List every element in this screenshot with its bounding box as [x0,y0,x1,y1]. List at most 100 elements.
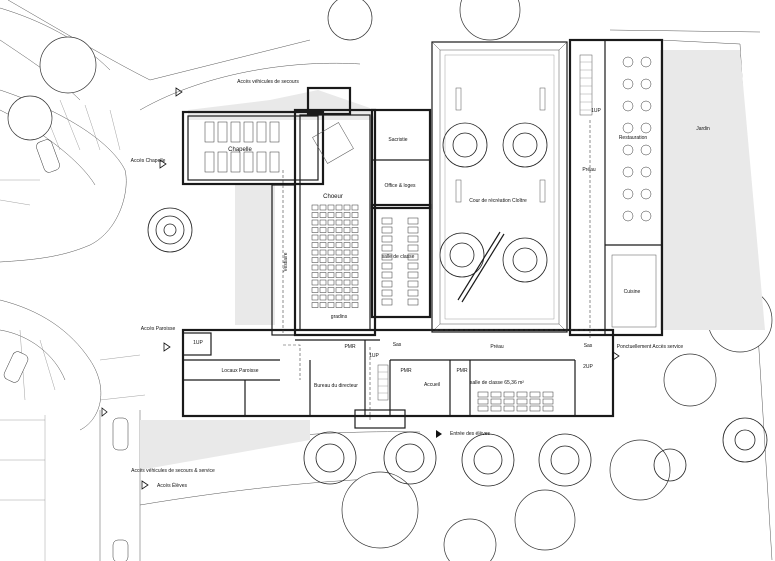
gradin-seat [319,204,327,211]
dining-table [640,122,652,134]
classroom-desk [490,391,502,398]
dining-table [622,56,634,68]
gradin-seat [335,227,343,233]
triangle-arrow-icon [436,430,442,438]
classroom-desk [503,398,515,405]
gradin-seat [319,234,327,241]
classroom-desk [477,391,489,398]
label-chapelle: Chapelle [228,147,252,153]
gradin-seat [351,249,359,256]
stippled-areas [140,50,765,470]
gradin-seat [335,264,343,271]
classroom-desk [529,405,541,412]
gradin-seat [335,212,343,218]
dining-table [622,78,634,90]
gradin-seat [327,204,335,211]
gradins-seating [311,204,359,308]
stair-south [377,364,389,401]
gradin-seat [327,302,335,308]
classroom-desk [381,280,393,288]
classroom-desk [381,298,393,306]
classroom-desk [407,280,419,288]
gradin-seat [311,212,319,218]
gradin-seat [327,227,335,233]
dining-table [640,188,652,200]
classroom-desk [490,398,502,405]
classroom-desk [407,235,419,243]
label-restauration: Restauration [619,135,648,141]
gradin-seat [343,212,351,218]
gradin-seat [335,272,343,278]
classroom-desk [407,271,419,279]
gradin-seat [327,272,335,278]
dining-table [622,100,634,112]
gradin-seat [319,302,327,308]
gradin-seat [351,294,359,301]
label-pmr-3: PMR [400,368,412,374]
classroom-desk [516,398,528,405]
trees-outline [7,0,773,561]
gradin-seat [351,234,359,241]
gradin-seat [311,302,319,308]
triangle-arrow-icon [612,351,620,361]
gradin-seat [335,204,343,211]
gradin-seat [311,287,319,293]
label-locaux-paroisse: Locaux Paroisse [222,368,259,374]
gradin-seat [343,264,351,271]
label-up-4: 2UP [583,364,593,370]
classroom-desk [490,405,502,412]
access-arrow-icons [101,87,620,490]
gradin-seat [327,212,335,218]
dining-table [622,122,634,134]
gradin-seat [335,279,343,286]
dining-table [640,166,652,178]
dining-table [640,56,652,68]
gradin-seat [319,212,327,218]
classroom-desk [542,391,554,398]
classroom-desk [407,289,419,297]
gradin-seat [327,287,335,293]
gradin-seat [311,272,319,278]
label-up-1: 1UP [193,340,203,346]
classroom-desk [407,262,419,270]
gradin-seat [311,234,319,241]
classroom-desk [503,391,515,398]
classroom-desk [477,398,489,405]
classroom-desk [381,271,393,279]
gradin-seat [351,287,359,293]
gradin-seat [351,227,359,233]
label-choeur: Choeur [323,194,343,200]
gradin-seat [327,234,335,241]
classroom-desk [542,405,554,412]
classroom-desk [381,226,393,234]
gradin-seat [335,294,343,301]
classroom-desk [529,391,541,398]
label-pmr-1: PMR [344,344,356,350]
cloister-courtyard [431,41,568,333]
gradin-seat [311,294,319,301]
gradin-seat [327,257,335,263]
gradin-seat [319,264,327,271]
label-salle-de-classe: salle de classe [382,254,415,260]
triangle-arrow-icon [159,159,167,169]
parked-car-1 [36,139,60,173]
gradin-seat [311,242,319,248]
gradin-seat [351,212,359,218]
gradin-seat [343,234,351,241]
label-acces-vehicules-secours-service: Accès véhicules de secours & service [131,468,215,474]
triangle-arrow-icon [175,87,183,97]
gradin-seat [319,287,327,293]
gradin-seat [311,279,319,286]
label-preau-east: Préau [582,167,596,173]
gradin-seat [335,242,343,248]
gradin-seat [335,257,343,263]
classroom-desk [381,235,393,243]
label-preau-south: Préau [490,344,504,350]
dining-table [622,188,634,200]
gradin-seat [351,279,359,286]
label-acces-vehicules-secours: Accès véhicules de secours [237,79,299,85]
label-acces-eleves: Accès Élèves [157,482,188,489]
gradin-seat [351,264,359,271]
dining-table [622,166,634,178]
